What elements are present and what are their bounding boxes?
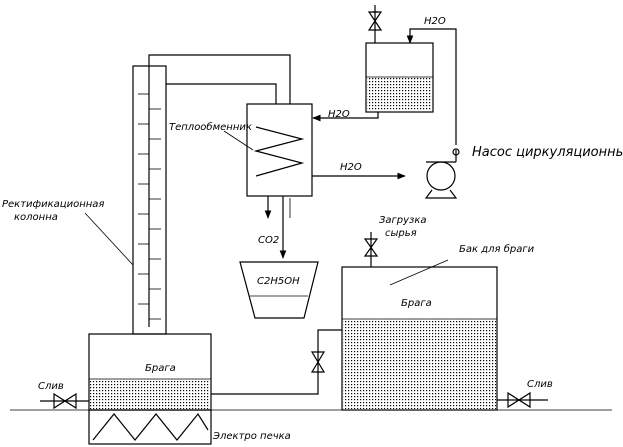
label-loading-line2: сырья [385, 228, 417, 239]
water-supply-valve[interactable] [367, 5, 383, 43]
label-braga-tank: Брага [401, 298, 432, 309]
transfer-line [211, 329, 342, 395]
label-heat-exchanger: Теплообменник [169, 121, 252, 133]
label-h2o-top: H2O [424, 16, 446, 27]
leader-exchanger [223, 130, 254, 151]
label-furnace: Электро печка [212, 431, 291, 442]
boiler-liquid [90, 379, 210, 409]
heat-exchanger [246, 103, 313, 259]
label-loading-line1: Загрузка [379, 215, 427, 226]
label-drain-left: Слив [38, 381, 64, 392]
label-h2o-right: H2O [340, 162, 362, 173]
product-receiver [239, 261, 319, 319]
label-drain-right: Слив [527, 379, 553, 390]
label-column-line1: Ректификационная [2, 199, 104, 210]
water-tank [365, 42, 434, 113]
drain-right-valve[interactable] [497, 391, 548, 409]
leader-tank [389, 259, 449, 286]
column-trays [138, 93, 161, 320]
cold-water-line [312, 112, 379, 122]
rectification-column [132, 65, 167, 335]
circulation-pump [424, 148, 460, 199]
label-braga-boiler: Брага [145, 363, 176, 374]
water-return-line [406, 28, 457, 145]
loading-valve[interactable] [363, 232, 379, 267]
label-h2o-mid: H2O [328, 109, 350, 120]
label-mash-tank: Бак для браги [459, 243, 535, 255]
leader-column [84, 212, 134, 266]
label-product: C2H5OH [257, 276, 300, 287]
label-pump: Насос циркуляционный [472, 145, 623, 160]
mash-tank [341, 266, 498, 411]
drain-left-valve[interactable] [40, 392, 89, 410]
label-column-line2: колонна [14, 212, 58, 223]
electric-furnace [88, 409, 212, 445]
vapor-pipe [148, 54, 291, 104]
label-co2: CO2 [258, 235, 279, 246]
boiler [88, 333, 212, 411]
